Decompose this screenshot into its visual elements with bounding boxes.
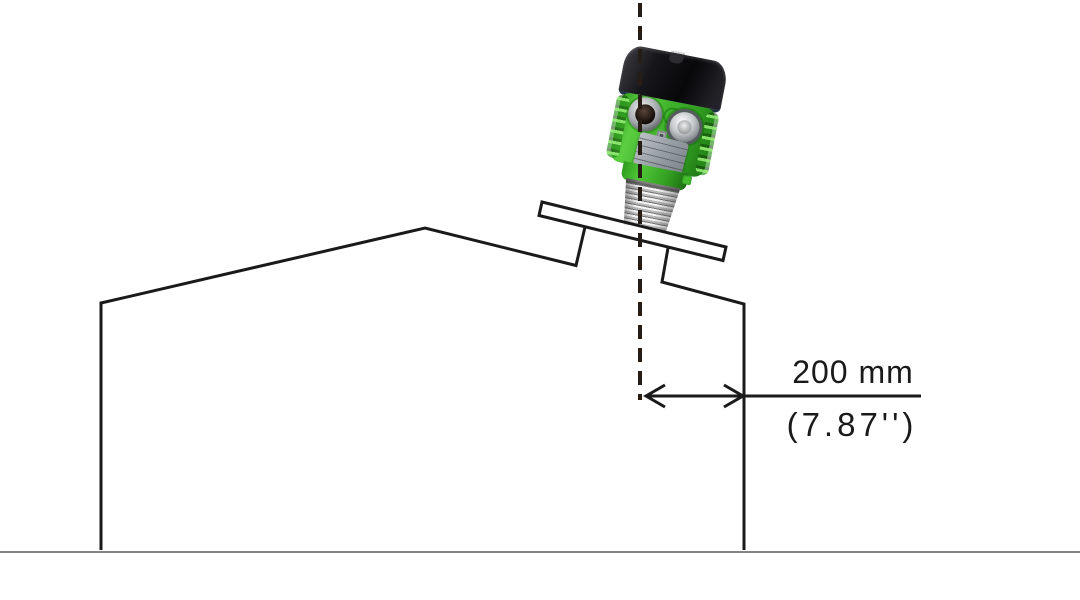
tank-outline-left: [99, 226, 587, 550]
tank-outline-right: [660, 247, 746, 550]
arrowhead-right: [723, 383, 746, 409]
dimension-label-inch: (7.87''): [786, 406, 918, 443]
arrowhead-left: [643, 383, 666, 409]
dimension-arrow: [643, 383, 921, 409]
flange-outline: [537, 200, 728, 263]
dimension-label-mm: 200 mm: [792, 354, 914, 390]
